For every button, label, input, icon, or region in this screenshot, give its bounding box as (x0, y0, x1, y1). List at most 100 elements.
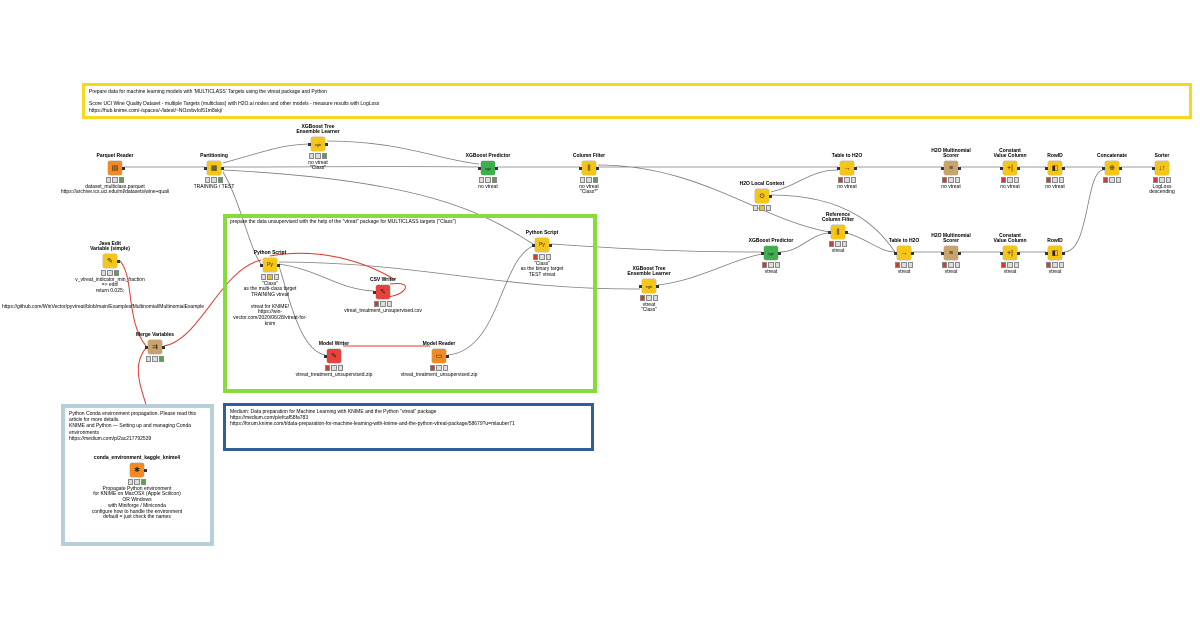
link-h2ocontext-t2h2o1[interactable] (770, 169, 839, 193)
output-port[interactable] (325, 142, 328, 146)
output-port[interactable] (1119, 166, 1122, 170)
output-port[interactable] (958, 251, 961, 255)
xgboost-learner-icon[interactable]: xgb (639, 279, 659, 293)
output-port[interactable] (162, 345, 165, 349)
node-label[interactable]: no vtreat (837, 183, 857, 190)
input-port[interactable] (373, 290, 376, 294)
node-table-to-h2o-no-vtreat[interactable]: Table to H2O → no vtreat (807, 148, 887, 190)
node-merge-variables[interactable]: Merge Variables ⇉ (115, 327, 195, 364)
node-python-script-test[interactable]: Python Script Py "Class" as the binary t… (502, 225, 582, 279)
constant-value-column-icon[interactable]: +| (1000, 161, 1020, 175)
input-port[interactable] (941, 251, 944, 255)
constant-value-column-icon[interactable]: +| (1000, 246, 1020, 260)
link-merge-pyscript1[interactable] (163, 259, 262, 347)
rowid-icon[interactable]: ◧ (1045, 161, 1065, 175)
node-label[interactable]: vtreat (764, 268, 778, 275)
node-sorter[interactable]: Sorter ↓↑ LogLoss descending (1122, 148, 1200, 196)
python-script-icon[interactable]: Py (532, 238, 552, 252)
output-port[interactable] (1017, 251, 1020, 255)
output-port[interactable] (549, 243, 552, 247)
link-partitioning-xgblearner1[interactable] (222, 143, 310, 164)
link-pyscript1-modelwriter[interactable] (278, 265, 326, 356)
node-label[interactable]: no vtreat (1000, 183, 1020, 190)
link-xgblearner2-xgbpred2[interactable] (657, 253, 763, 286)
node-python-script-training[interactable]: Python Script Py "Class" as the multi-cl… (230, 245, 310, 328)
output-port[interactable] (1017, 166, 1020, 170)
h2o-scorer-icon[interactable]: ≡ (941, 246, 961, 260)
output-port[interactable] (495, 166, 498, 170)
input-port[interactable] (260, 263, 263, 267)
node-java-edit-variable[interactable]: Java Edit Variable (simple) ✎ v_vtreat_i… (70, 241, 150, 295)
output-port[interactable] (117, 259, 120, 263)
node-rowid-vtreat[interactable]: RowID ◧ vtreat (1015, 233, 1095, 275)
link-partitioning-pyscript2[interactable] (222, 169, 534, 245)
link-rowid2-concat[interactable] (1063, 169, 1104, 253)
output-port[interactable] (1062, 166, 1065, 170)
reference-column-filter-icon[interactable]: ⫼ (828, 225, 848, 239)
output-port[interactable] (854, 166, 857, 170)
node-h2o-multinomial-scorer-vtreat[interactable]: H2O Multinomial Scorer ≡ vtreat (911, 233, 991, 275)
link-modelreader-pyscript2[interactable] (447, 245, 534, 356)
node-label[interactable]: vtreat (1048, 268, 1062, 275)
node-xgboost-predictor-no-vtreat[interactable]: XGBoost Predictor xgb no vtreat (448, 148, 528, 190)
node-label[interactable]: no vtreat "Class" (308, 159, 328, 172)
input-port[interactable] (579, 166, 582, 170)
node-model-reader[interactable]: Model Reader ▭ vtreat_treatment_unsuperv… (399, 336, 479, 378)
node-constant-value-column-vtreat[interactable]: Constant Value Column +| vtreat (970, 233, 1050, 275)
node-label[interactable]: vtreat (831, 247, 845, 254)
merge-variables-icon[interactable]: ⇉ (145, 340, 165, 354)
sorter-icon[interactable]: ↓↑ (1152, 161, 1169, 175)
node-concatenate[interactable]: Concatenate ⊕ (1072, 148, 1152, 185)
h2o-local-context-icon[interactable]: ⊙ (755, 189, 772, 203)
input-port[interactable] (761, 251, 764, 255)
output-port[interactable] (144, 468, 147, 472)
output-port[interactable] (221, 166, 224, 170)
partitioning-icon[interactable]: ▦ (204, 161, 224, 175)
table-to-h2o-icon[interactable]: → (894, 246, 914, 260)
output-port[interactable] (446, 354, 449, 358)
csv-writer-icon[interactable]: ✎ (373, 285, 390, 299)
node-label[interactable]: no vtreat "Class*" (579, 183, 599, 196)
input-port[interactable] (204, 166, 207, 170)
rowid-icon[interactable]: ◧ (1045, 246, 1065, 260)
node-label[interactable]: no vtreat (1045, 183, 1065, 190)
node-label[interactable]: vtreat_treatment_unsupervised.csv (344, 307, 422, 314)
input-port[interactable] (837, 166, 840, 170)
node-model-writer[interactable]: Model Writer ✎ vtreat_treatment_unsuperv… (294, 336, 374, 378)
h2o-scorer-icon[interactable]: ≡ (941, 161, 961, 175)
output-port[interactable] (778, 251, 781, 255)
node-label[interactable]: vtreat (1003, 268, 1017, 275)
annotation-vtreat[interactable]: prepare the data unsupervised with the h… (223, 214, 597, 393)
node-label[interactable]: LogLoss descending (1149, 183, 1175, 196)
input-port[interactable] (1045, 251, 1048, 255)
input-port[interactable] (1000, 166, 1003, 170)
node-xgboost-learner-vtreat[interactable]: XGBoost Tree Ensemble Learner xgb vtreat… (609, 266, 689, 314)
node-label[interactable]: vtreat_treatment_unsupervised.zip (295, 371, 373, 378)
node-table-to-h2o-vtreat[interactable]: Table to H2O → vtreat (864, 233, 944, 275)
node-label[interactable]: "Class" as the binary target TEST vtreat (520, 260, 564, 279)
python-script-icon[interactable]: Py (260, 258, 280, 272)
output-port[interactable] (596, 166, 599, 170)
node-label[interactable]: v_vtreat_indicator_min_fraction => edit!… (75, 276, 145, 295)
link-java-merge[interactable] (118, 259, 147, 347)
link-h2ocontext-t2h2o2[interactable] (770, 194, 896, 253)
node-label[interactable]: "Class" as the multi-class target TRAINI… (233, 280, 307, 328)
input-port[interactable] (324, 354, 327, 358)
output-port[interactable] (1062, 251, 1065, 255)
node-label[interactable]: vtreat "Class" (640, 301, 658, 314)
link-colfilter-refcol[interactable] (597, 164, 830, 233)
node-label[interactable]: vtreat_treatment_unsupervised.zip (400, 371, 478, 378)
node-h2o-local-context[interactable]: H2O Local Context ⊙ (722, 176, 802, 213)
input-port[interactable] (1000, 251, 1003, 255)
node-label[interactable]: vtreat (897, 268, 911, 275)
xgboost-learner-icon[interactable]: xgb (308, 137, 328, 151)
parquet-reader-icon[interactable]: ▤ (108, 161, 125, 175)
node-label[interactable]: dataset_multiclass.parquet https://archi… (60, 183, 170, 196)
input-port[interactable] (941, 166, 944, 170)
link-pyscript2-xgbpred2[interactable] (550, 243, 763, 253)
input-port[interactable] (1045, 166, 1048, 170)
output-port[interactable] (277, 263, 280, 267)
node-partitioning[interactable]: Partitioning ▦ TRAINING / TEST (174, 148, 254, 190)
link-pyscript1-xgblearner2[interactable] (278, 261, 641, 290)
